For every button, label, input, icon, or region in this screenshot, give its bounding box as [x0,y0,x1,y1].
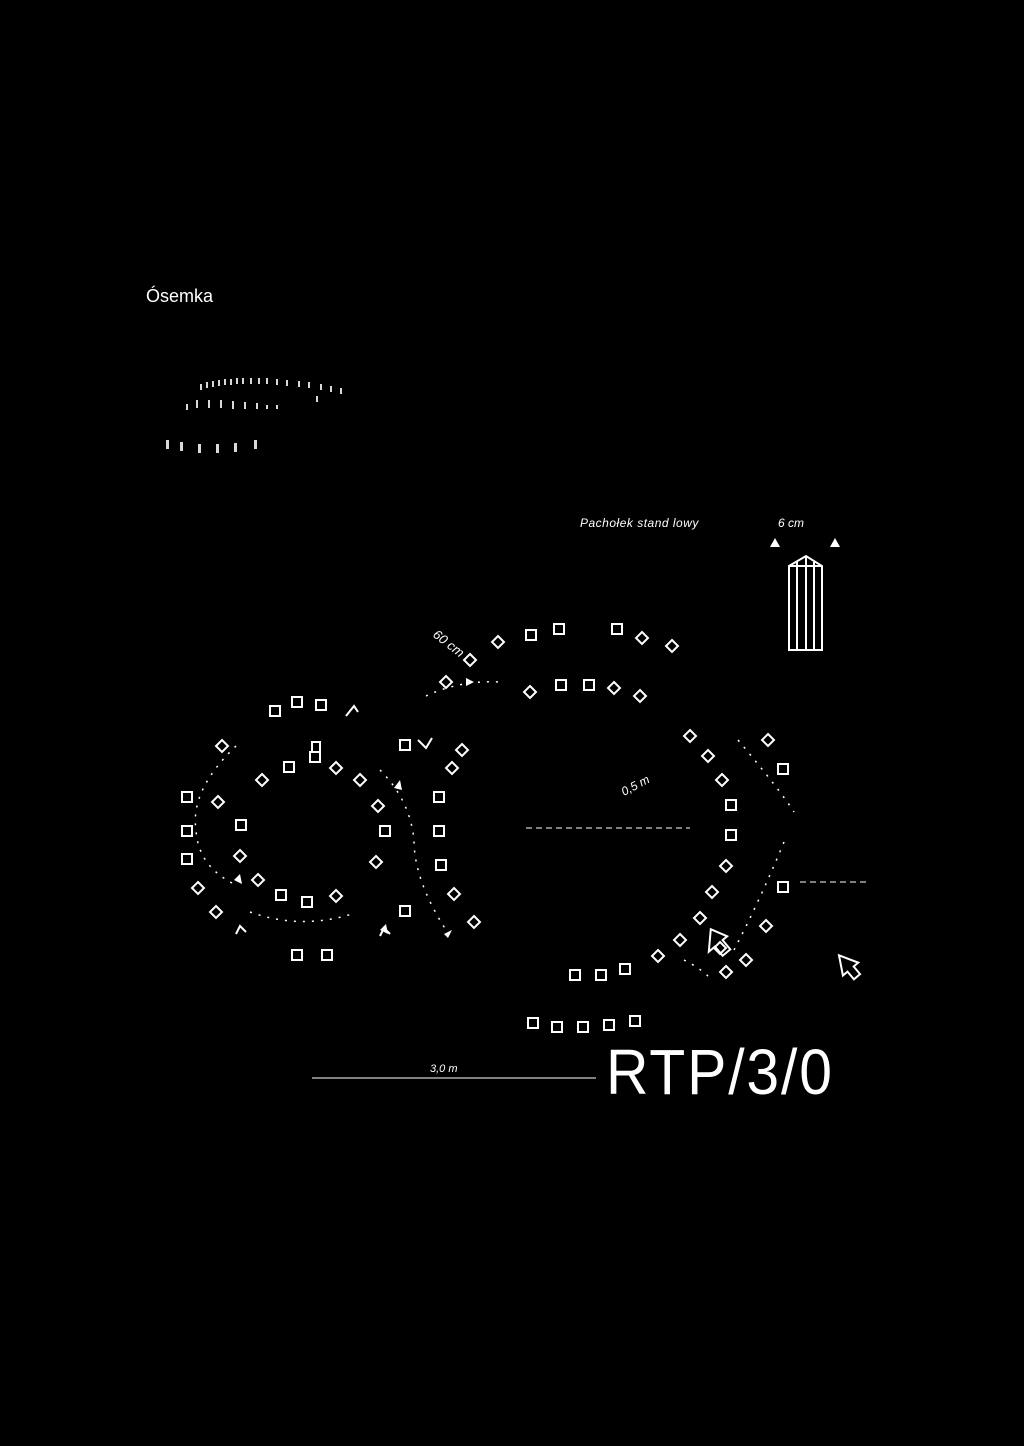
bottom-dimension-label: 3,0 m [430,1063,458,1075]
header-marks [166,378,342,453]
document-code: RTP/3/0 [606,1036,834,1108]
cone-width-dimension: 6 cm [770,516,840,547]
cone-profile-icon [788,554,823,651]
dimension-lines [312,827,870,1079]
radius-label: 0,5 m [619,772,652,798]
cones-diamond [190,630,776,980]
direction-arrows [234,678,474,938]
cone-width-label: 6 cm [778,516,804,530]
arrow-up-outline-icon [707,927,862,981]
spacing-label: 60 cm [430,627,467,661]
cone-label: Pachołek stand lowy [580,516,699,530]
curve-markers [235,704,433,937]
cones-square [181,623,789,1033]
guide-curves [194,681,795,979]
page-title: Ósemka [146,286,214,306]
